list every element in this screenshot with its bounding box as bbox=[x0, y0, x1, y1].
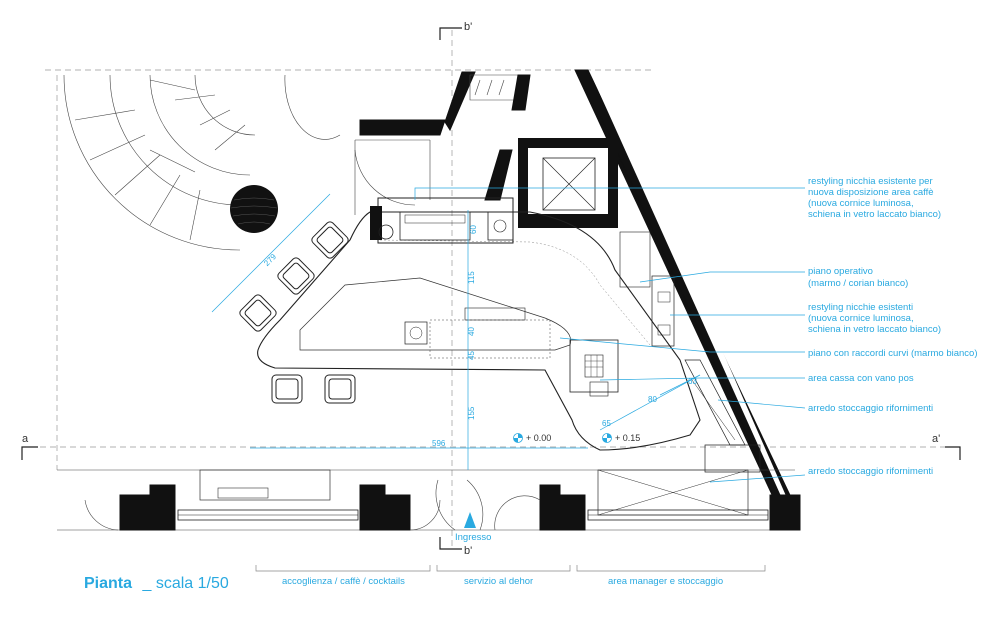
entrance-label: Ingresso bbox=[455, 532, 491, 543]
annotation-line-12: arredo stoccaggio rifornimenti bbox=[808, 403, 933, 414]
section-marker-a-right: a' bbox=[932, 433, 961, 460]
round-column bbox=[230, 185, 278, 233]
plan-title-bold: Pianta bbox=[84, 575, 132, 592]
level-label-2: + 0.15 bbox=[615, 433, 640, 443]
zone-label-3: area manager e stoccaggio bbox=[608, 576, 723, 587]
dim-80: 80 bbox=[648, 395, 657, 404]
plan-title: Pianta _ scala 1/50 bbox=[84, 575, 229, 592]
bar-inner-counter bbox=[299, 277, 572, 351]
annotation-line-13: arredo stoccaggio rifornimenti bbox=[808, 466, 933, 477]
entrance-arrow-icon bbox=[464, 512, 476, 528]
dim-155: 155 bbox=[467, 406, 476, 420]
dim-115: 115 bbox=[467, 271, 476, 284]
lift-shaft bbox=[518, 138, 618, 228]
section-marker-a-left: a bbox=[21, 433, 38, 460]
dim-596: 596 bbox=[432, 439, 446, 448]
annotation-line-5: piano operativo bbox=[808, 266, 873, 277]
section-marker-b-bottom: b' bbox=[439, 537, 472, 557]
zone-brackets bbox=[255, 565, 766, 572]
annotation-line-3: (nuova cornice luminosa, bbox=[808, 198, 914, 209]
spiral-staircase bbox=[63, 74, 256, 251]
section-label-a-left: a bbox=[22, 433, 29, 445]
plan-title-scale: _ scala 1/50 bbox=[141, 575, 228, 592]
central-stair-walls bbox=[359, 71, 531, 201]
upper-structure bbox=[284, 74, 431, 215]
section-marker-b-top: b' bbox=[439, 21, 472, 40]
zone-label-2: servizio al dehor bbox=[464, 576, 533, 587]
section-label-a-right: a' bbox=[932, 433, 940, 445]
bar-stools bbox=[239, 221, 356, 404]
dim-45: 45 bbox=[467, 351, 476, 360]
dimension-lines bbox=[211, 193, 701, 470]
dim-63: 63 bbox=[688, 377, 697, 386]
annotation-line-8: (nuova cornice luminosa, bbox=[808, 313, 914, 324]
right-niches bbox=[619, 231, 761, 473]
annotation-line-11: area cassa con vano pos bbox=[808, 373, 914, 384]
back-counter-appliances bbox=[370, 197, 514, 244]
annotation-line-9: schiena in vetro laccato bianco) bbox=[808, 324, 941, 335]
section-label-b-bottom: b' bbox=[464, 545, 472, 557]
dim-40: 40 bbox=[467, 327, 476, 336]
section-label-b-top: b' bbox=[464, 21, 472, 33]
level-label-1: + 0.00 bbox=[526, 433, 551, 443]
dim-60: 60 bbox=[469, 225, 478, 234]
annotation-line-7: restyling nicchie esistenti bbox=[808, 302, 913, 313]
dim-279: 279 bbox=[262, 252, 278, 268]
dim-65: 65 bbox=[602, 419, 611, 428]
facade bbox=[57, 469, 801, 531]
annotation-line-2: nuova disposizione area caffè bbox=[808, 187, 934, 198]
annotation-line-10: piano con raccordi curvi (marmo bianco) bbox=[808, 348, 977, 359]
level-marker-1: + 0.00 bbox=[513, 433, 551, 443]
annotation-line-4: schiena in vetro laccato bianco) bbox=[808, 209, 941, 220]
annotation-line-6: (marmo / corian bianco) bbox=[808, 278, 908, 289]
annotation-line-1: restyling nicchia esistente per bbox=[808, 176, 933, 187]
cash-desk-area bbox=[404, 307, 619, 397]
leader-lines bbox=[414, 187, 806, 483]
zone-label-1: accoglienza / caffè / cocktails bbox=[282, 576, 405, 587]
bar-counter bbox=[257, 211, 701, 451]
level-marker-2: + 0.15 bbox=[602, 433, 640, 443]
column-texture bbox=[230, 197, 278, 225]
